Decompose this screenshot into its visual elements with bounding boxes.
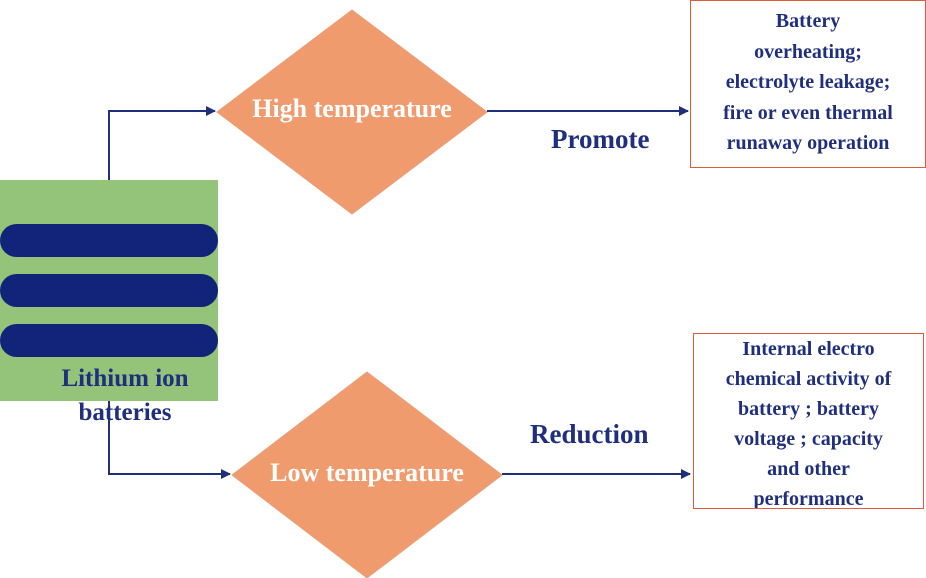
battery-cell bbox=[0, 324, 218, 357]
high-temperature-label: High temperature bbox=[252, 94, 452, 123]
high-temperature-diamond bbox=[216, 9, 488, 215]
outcome-line: runaway operation bbox=[726, 132, 890, 154]
low-temperature-outcome-box: Internal electro chemical activity of ba… bbox=[693, 333, 924, 509]
arrow-battery-to-low bbox=[108, 401, 231, 479]
promote-label: Promote bbox=[551, 124, 650, 154]
low-temperature-label: Low temperature bbox=[270, 458, 464, 487]
reduction-label: Reduction bbox=[530, 419, 649, 449]
outcome-line: Battery bbox=[775, 10, 841, 32]
outcome-line: overheating; bbox=[754, 40, 862, 63]
battery-label: Lithium ion batteries bbox=[30, 362, 220, 430]
low-temperature-diamond bbox=[231, 371, 503, 578]
outcome-line: and other bbox=[767, 458, 850, 480]
outcome-line: chemical activity of bbox=[725, 368, 892, 390]
arrow-battery-to-high bbox=[108, 106, 216, 180]
high-temperature-outcome-box: Battery overheating; electrolyte leakage… bbox=[690, 0, 926, 168]
battery-cell bbox=[0, 274, 218, 307]
outcome-line: voltage ; capacity bbox=[734, 428, 883, 450]
lithium-battery-shape bbox=[0, 180, 218, 401]
battery-label-line: Lithium ion bbox=[61, 365, 189, 392]
outcome-line: electrolyte leakage; bbox=[725, 71, 891, 93]
outcome-line: battery ; battery bbox=[737, 398, 880, 420]
outcome-line: Internal electro bbox=[742, 338, 875, 360]
battery-label-line: batteries bbox=[78, 399, 172, 426]
battery-cell bbox=[0, 224, 218, 257]
outcome-line: performance bbox=[753, 488, 864, 509]
outcome-line: fire or even thermal bbox=[723, 101, 893, 124]
